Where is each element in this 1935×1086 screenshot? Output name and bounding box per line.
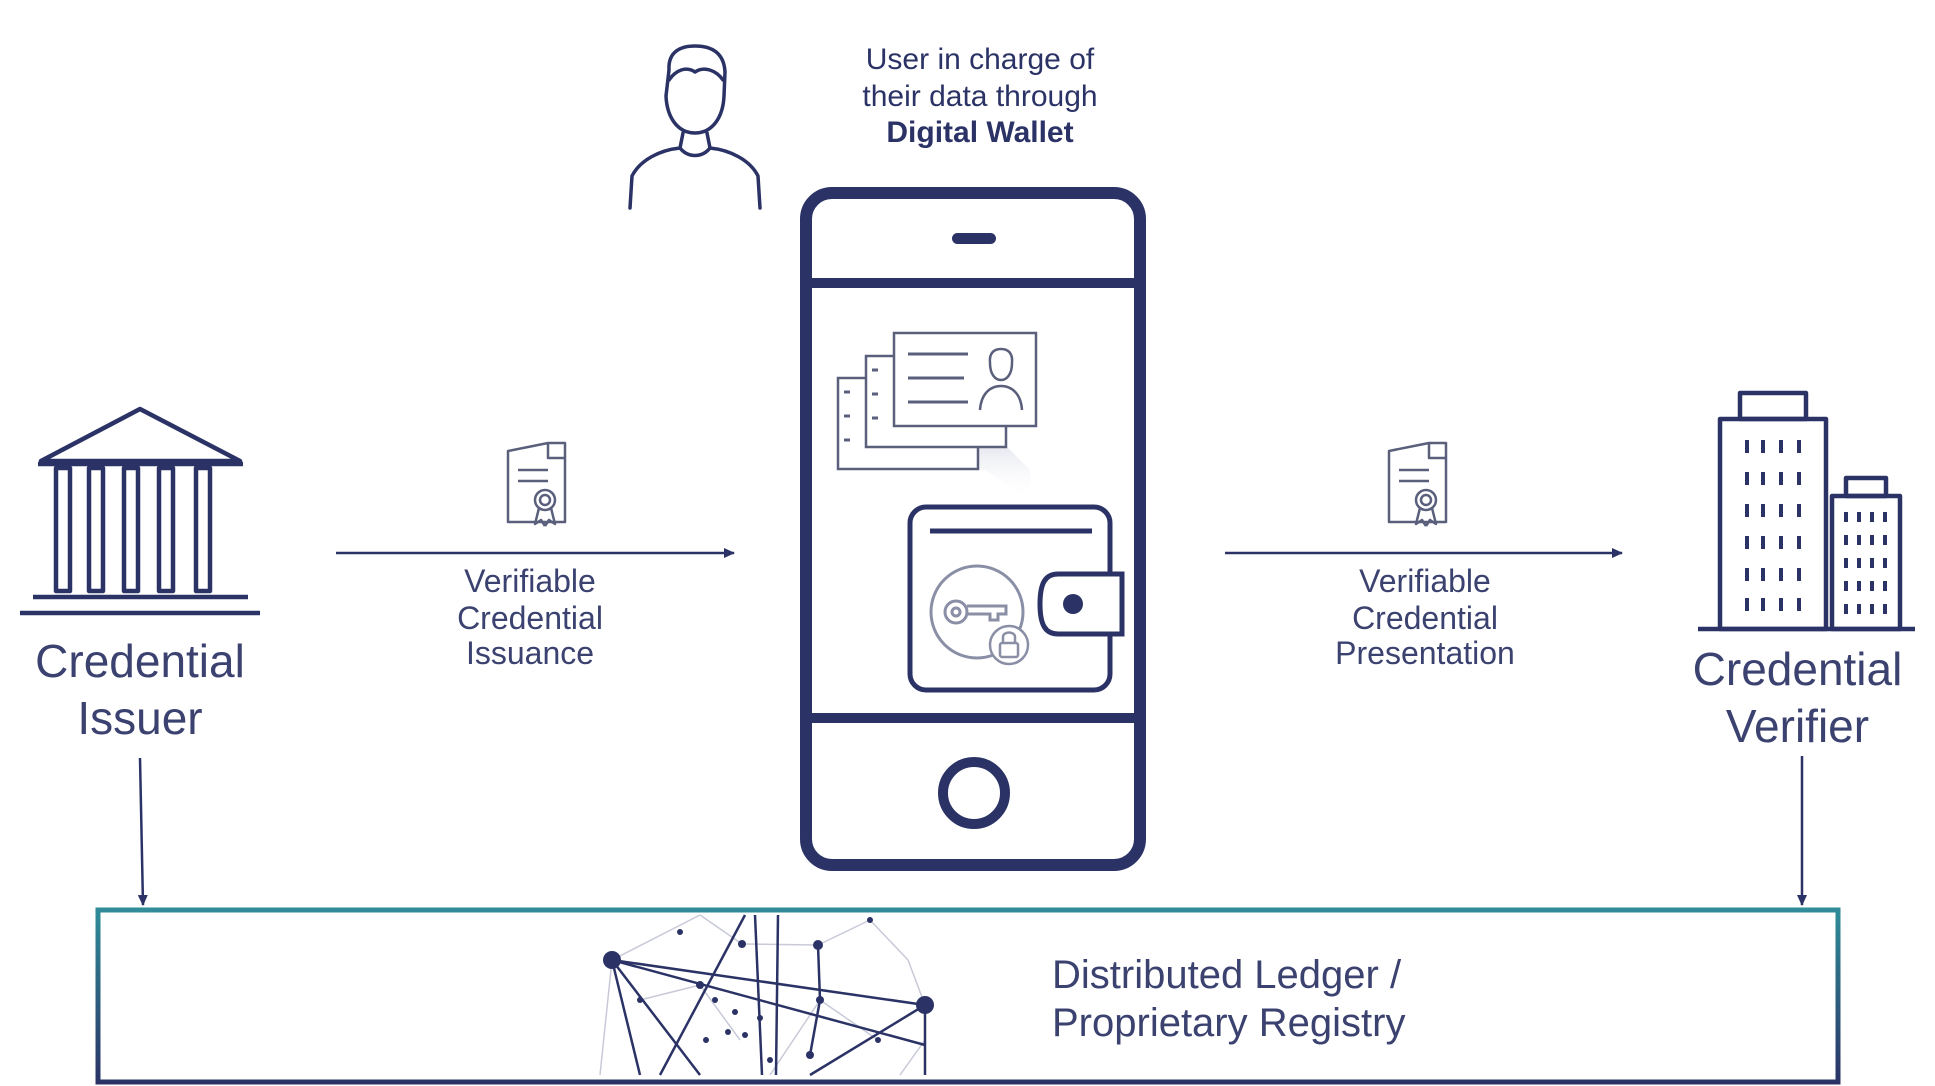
issuer-label-line2: Issuer: [77, 692, 203, 744]
wallet-caption-line1: User in charge of: [865, 43, 1095, 76]
presentation-label-line2: Credential: [1352, 600, 1498, 636]
wallet-caption-line2: their data through: [862, 80, 1098, 113]
office-building-icon: [1698, 390, 1915, 632]
issuance-label-line3: Issuance: [465, 635, 595, 671]
network-graph-icon: [599, 914, 934, 1077]
lock-icon: [988, 624, 1030, 666]
registry-label-line2: Proprietary Registry: [1052, 1001, 1406, 1045]
issuance-label-line1: Verifiable: [464, 563, 596, 599]
wallet-caption-title: Digital Wallet: [886, 116, 1074, 149]
certificate-icon: [506, 441, 567, 527]
user-icon: [628, 44, 762, 210]
presentation-label-line3: Presentation: [1335, 635, 1515, 671]
registry-box: [95, 907, 1841, 1085]
bank-building-icon: [20, 406, 260, 616]
issuer-label-line1: Credential: [35, 635, 245, 687]
smartphone-icon: [800, 187, 1146, 871]
verifier-label-line1: Credential: [1692, 643, 1903, 695]
id-cards-icon: [836, 331, 1038, 500]
certificate-icon: [1387, 441, 1448, 527]
verifier-label-line2: Verifier: [1725, 700, 1870, 752]
issuance-label-line2: Credential: [457, 600, 603, 636]
presentation-label-line1: Verifiable: [1359, 563, 1491, 599]
issuer-registry-arrow: [137, 757, 148, 906]
registry-label-line1: Distributed Ledger /: [1052, 953, 1402, 997]
office-windows: [1745, 440, 1887, 614]
